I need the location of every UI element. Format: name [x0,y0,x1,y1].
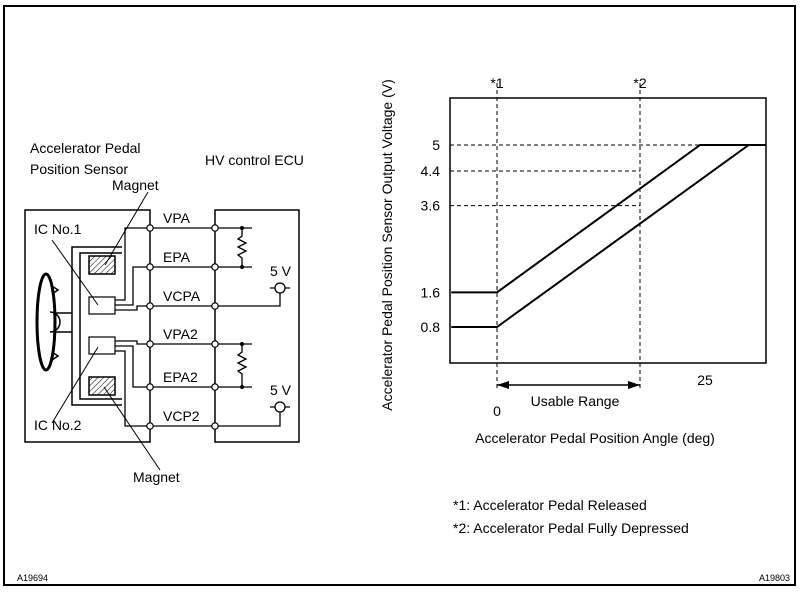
magnet-top-label: Magnet [112,177,159,193]
magnet-top [88,255,116,275]
plot-area [449,97,767,364]
magnet-bottom-label: Magnet [133,469,180,485]
connector-pin [146,302,154,310]
y-axis-title: Accelerator Pedal Position Sensor Output… [379,79,395,411]
x-tick-label: 25 [697,372,713,388]
y-tick-label: 4.4 [421,163,441,179]
usable-range-label: Usable Range [531,393,620,409]
y-tick-label: 3.6 [421,198,441,214]
supply-terminal-1 [274,282,286,294]
supply-1-label: 5 V [270,263,292,279]
connector-pin [211,302,219,310]
y-tick-label: 0.8 [421,319,441,335]
x-tick-label: 0 [493,403,501,419]
ic1-label: IC No.1 [34,221,82,237]
connector-pin [146,422,154,430]
magnet-bottom [88,376,116,396]
voltage-chart: 5 4.4 3.6 1.6 0.8 *1 *2 0 25 Accelerator Pedal P… [379,75,767,536]
connector-pins [146,224,219,430]
connector-pin [211,263,219,271]
ecu-box [214,209,300,443]
circuit-diagram: Accelerator Pedal Position Sensor HV con… [24,140,304,485]
wire-label-vcpa: VCPA [163,288,201,304]
supply-terminal-2 [274,401,286,413]
ic2-label: IC No.2 [34,417,82,433]
sensor-box [24,209,151,443]
wire-label-epa: EPA [163,249,191,265]
connector-pin [211,340,219,348]
ic1-chip [88,296,116,315]
connector-pin [211,383,219,391]
wires [115,227,290,427]
outer-frame [3,5,796,586]
figure-id-left: A19694 [17,573,48,583]
connector-pin [211,224,219,232]
connector-pin [146,340,154,348]
connector-pin [211,422,219,430]
y-tick-label: 1.6 [421,284,441,300]
sensor-title-line2: Position Sensor [30,161,128,177]
figure-id-right: A19803 [759,573,790,583]
series-line-vpa2 [451,144,766,294]
marker-label: *1 [490,75,503,91]
connector-pin [146,383,154,391]
wire-label-vcp2: VCP2 [163,408,200,424]
legend-item-2: *2: Accelerator Pedal Fully Depressed [453,520,689,536]
connector-pin [146,263,154,271]
wire-label-vpa2: VPA2 [163,326,198,342]
connector-pin [146,224,154,232]
supply-2-label: 5 V [270,382,292,398]
sensor-housing [71,246,122,406]
legend-item-1: *1: Accelerator Pedal Released [453,497,647,513]
wire-label-epa2: EPA2 [163,369,198,385]
ic2-chip [88,336,116,355]
ecu-title: HV control ECU [205,152,304,168]
rotation-icon [35,272,72,372]
y-tick-label: 5 [432,137,440,153]
sensor-title-line1: Accelerator Pedal [30,140,141,156]
series-line-vpa [451,144,766,328]
x-axis-title: Accelerator Pedal Position Angle (deg) [475,430,715,446]
wire-label-vpa: VPA [163,210,191,226]
marker-label: *2 [633,75,646,91]
